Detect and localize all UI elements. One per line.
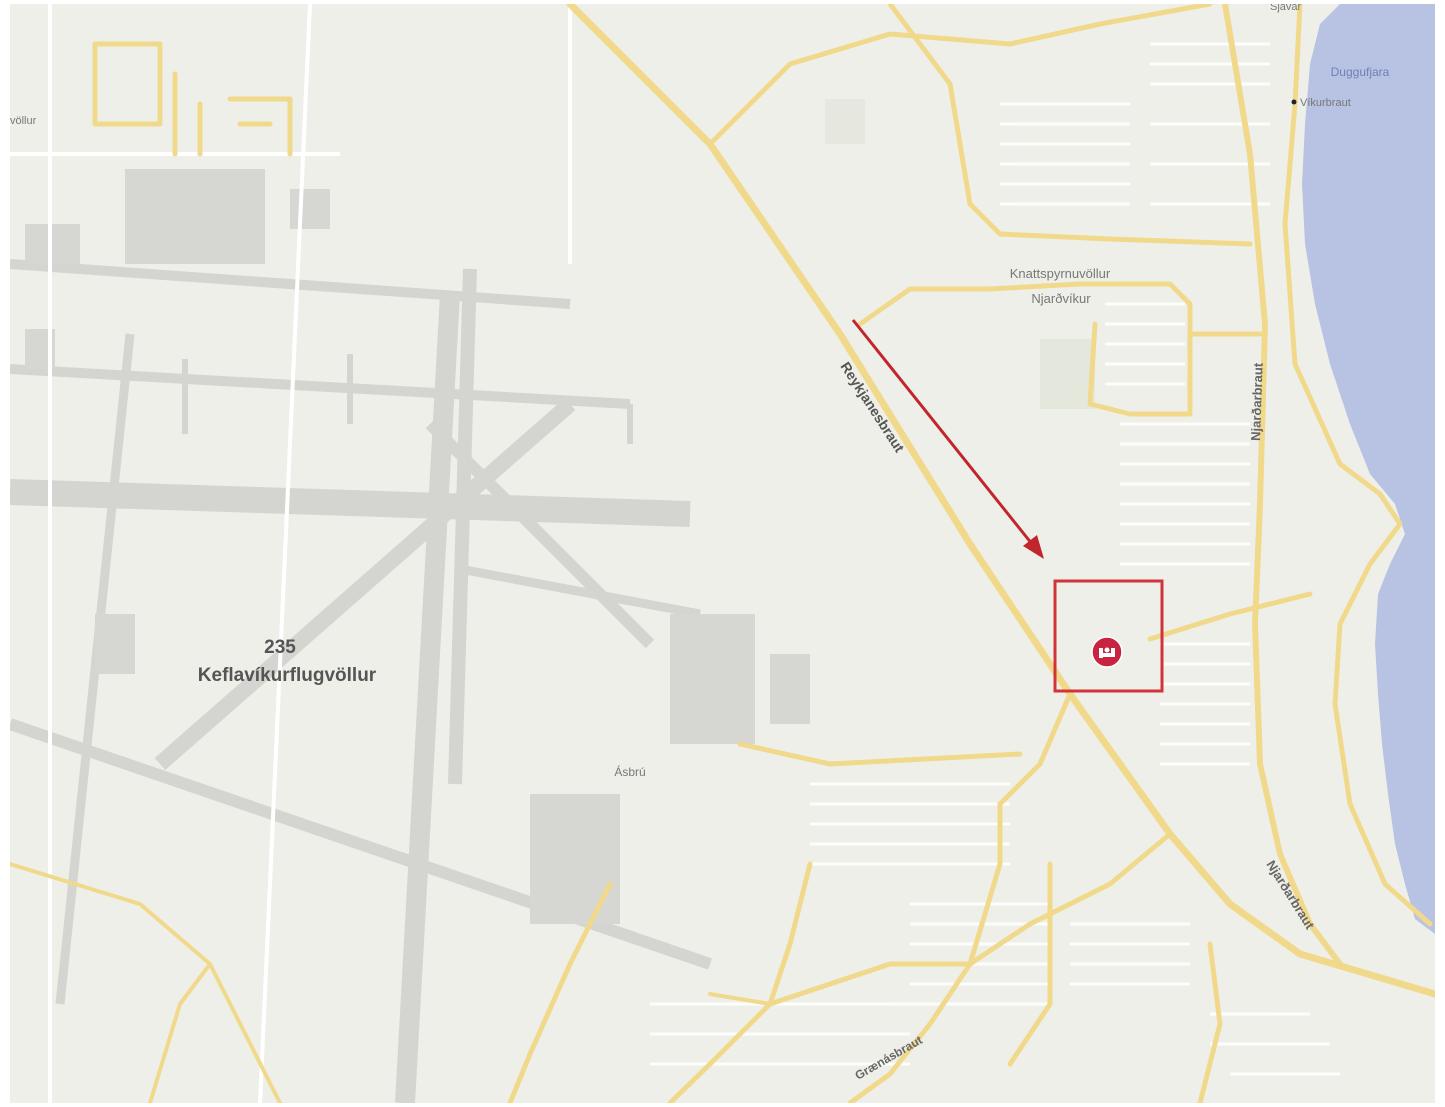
west-fragment-label: völlur [10,115,37,127]
map-canvas[interactable]: 235 Keflavíkurflugvöllur völlur Knattspy… [10,4,1435,1103]
duggufjara-label: Duggufjara [1331,65,1390,79]
street-grid [650,42,1340,1076]
park-area [1040,339,1095,409]
district-name-label: Keflavíkurflugvöllur [198,665,377,686]
major-roads [10,4,1435,1103]
park-area [825,99,865,144]
hotel-bed-icon[interactable] [1091,636,1123,668]
pointer-arrow [851,319,1044,559]
water-bay [1302,4,1435,934]
stadium-label-line2: Njarðvíkur [1031,291,1091,306]
poi-dot [1291,99,1297,105]
top-fragment-label: Sjávar [1270,4,1302,13]
minor-roads [10,4,572,1103]
highlight-box [1053,579,1164,693]
area-label-asbru: Ásbrú [614,764,645,779]
vikurbraut-label: Víkurbraut [1300,97,1351,109]
map-layer: 235 Keflavíkurflugvöllur völlur Knattspy… [10,4,1435,1103]
njardarbraut-north-label: Njarðarbraut [1248,362,1266,441]
stadium-label-line1: Knattspyrnuvöllur [1010,266,1111,281]
district-code-label: 235 [264,637,296,658]
land-area [10,4,1435,1103]
